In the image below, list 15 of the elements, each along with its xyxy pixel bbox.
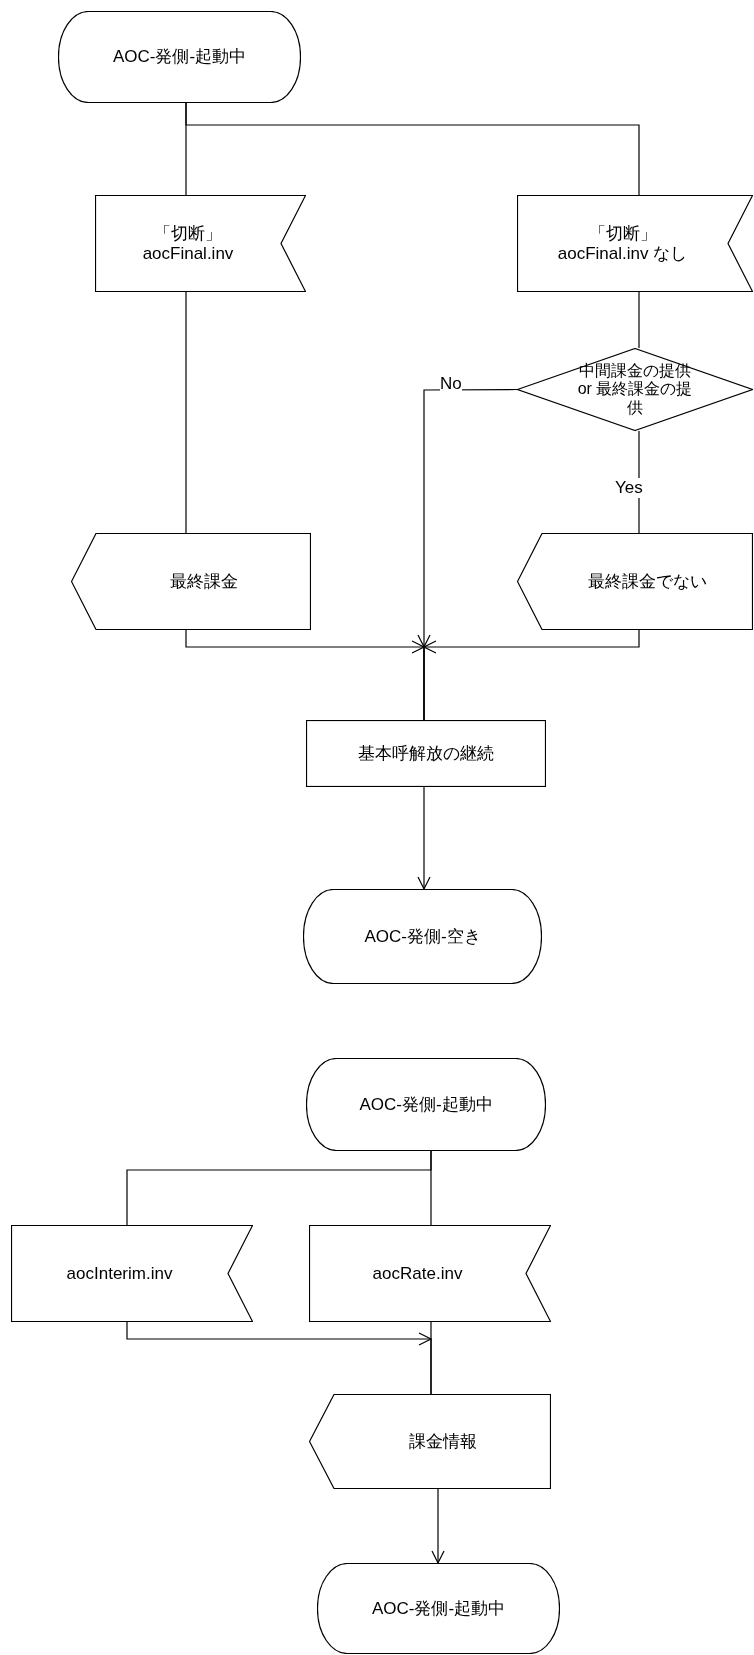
input-signal-box: 「切断」 aocFinal.inv — [95, 195, 306, 292]
output-signal-box: 最終課金 — [71, 533, 311, 630]
output-signal-box: 最終課金でない — [517, 533, 753, 630]
state-box: AOC-発側-空き — [303, 889, 542, 984]
process-box: 基本呼解放の継続 — [306, 720, 546, 787]
state-box: AOC-発側-起動中 — [317, 1563, 560, 1654]
output-signal-box: 課金情報 — [309, 1394, 551, 1489]
input-signal-box: aocInterim.inv — [11, 1225, 253, 1322]
edge-label: No — [440, 374, 462, 394]
edge-label: Yes — [615, 478, 643, 498]
state-box: AOC-発側-起動中 — [306, 1058, 546, 1151]
input-signal-box: aocRate.inv — [309, 1225, 551, 1322]
decision-diamond: 中間課金の提供 or 最終課金の提供 — [517, 348, 753, 431]
state-box: AOC-発側-起動中 — [58, 11, 301, 103]
input-signal-box: 「切断」 aocFinal.inv なし — [517, 195, 753, 292]
